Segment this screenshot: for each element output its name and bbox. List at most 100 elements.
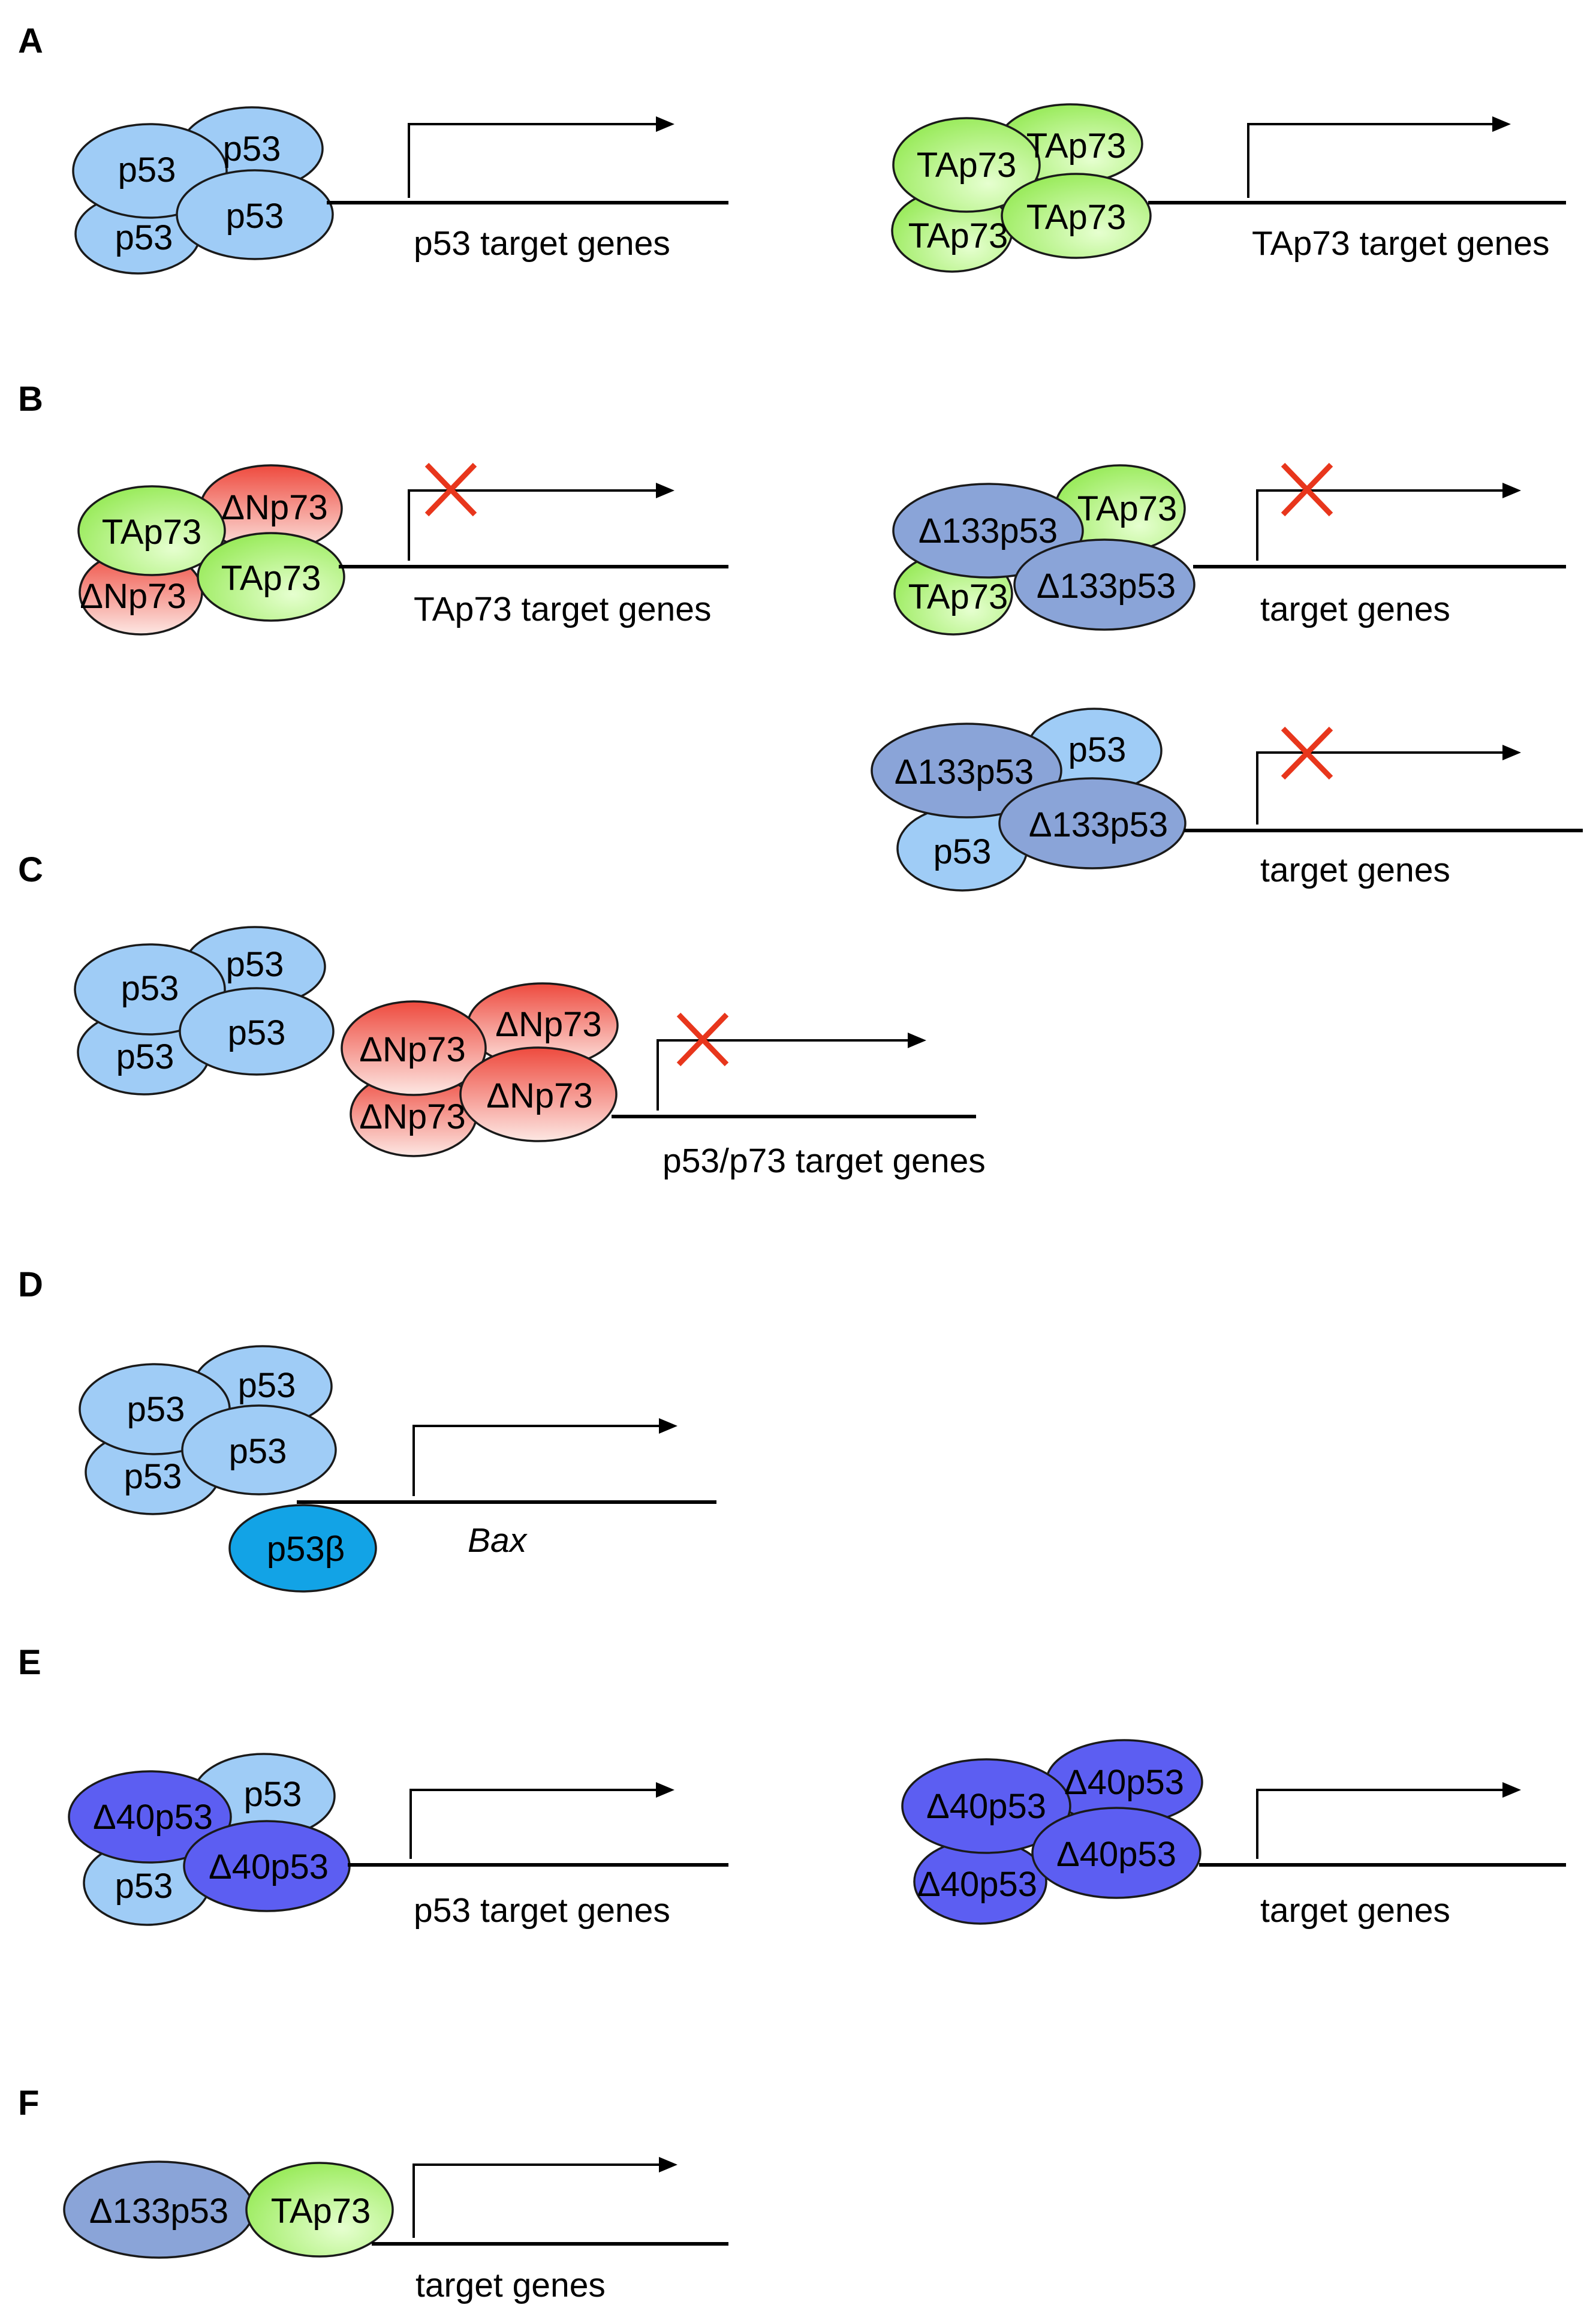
transcription-arrow	[657, 1033, 926, 1111]
panel-e: E Δ40p53 p53 p53 Δ40p53 p53 target genes…	[18, 1643, 1566, 1930]
protein-label: ΔNp73	[359, 1030, 465, 1069]
protein-label: Δ133p53	[89, 2192, 228, 2231]
protein-label: TAp73	[102, 513, 202, 552]
protein-label: Δ40p53	[926, 1787, 1046, 1826]
d40p53-subunit	[1031, 1807, 1201, 1899]
transcription-arrow	[1256, 745, 1521, 825]
target-gene-label: p53 target genes	[414, 224, 670, 263]
p53-subunit	[181, 1404, 337, 1495]
p53-subunit	[176, 169, 334, 260]
panel-e-left-complex: Δ40p53 p53 p53 Δ40p53	[68, 1753, 351, 1926]
d133p53-subunit	[871, 723, 1062, 819]
target-gene-label: TAp73 target genes	[1252, 224, 1549, 263]
protein-label: ΔNp73	[495, 1005, 601, 1044]
panel-c-dnp73-complex: ΔNp73 ΔNp73 ΔNp73 ΔNp73	[341, 982, 619, 1157]
protein-label: Δ40p53	[917, 1865, 1037, 1904]
target-gene-label: target genes	[415, 2266, 606, 2304]
panel-c: C p53 p53 p53 p53 ΔNp73 ΔNp73 ΔNp73 ΔNp7…	[18, 850, 986, 1180]
protein-label: p53	[238, 1366, 296, 1405]
dnp73-subunit	[341, 1000, 487, 1096]
protein-label: p53	[229, 1432, 287, 1471]
panel-d: D p53 p53 p53 p53 p53β Bax	[18, 1265, 716, 1593]
transcription-arrow	[1256, 483, 1521, 561]
protein-label: p53	[115, 1867, 173, 1906]
block-cross-icon	[676, 1012, 729, 1067]
protein-label: p53	[226, 945, 284, 984]
panel-c-letter: C	[18, 850, 43, 889]
target-gene-label: target genes	[1260, 851, 1450, 889]
protein-label: ΔNp73	[221, 488, 327, 527]
transcription-arrow	[408, 116, 674, 198]
target-gene-label: Bax	[468, 1521, 528, 1560]
protein-label: TAp73	[271, 2192, 371, 2231]
panel-b-letter: B	[18, 380, 43, 419]
panel-f-letter: F	[18, 2084, 39, 2123]
protein-label: p53	[127, 1390, 185, 1429]
panel-b: B TAp73 ΔNp73 ΔNp73 TAp73 TAp73 target g…	[18, 380, 1583, 892]
d40p53-subunit	[901, 1758, 1071, 1854]
d133p53-subunit	[1013, 538, 1196, 631]
protein-label: p53	[244, 1775, 302, 1814]
protein-label: p53	[116, 1037, 174, 1076]
transcription-arrow	[412, 2157, 677, 2238]
target-gene-label: p53 target genes	[414, 1891, 670, 1930]
transcription-arrow	[408, 483, 674, 561]
protein-label: p53	[124, 1457, 182, 1496]
protein-label: TAp73	[908, 577, 1008, 616]
dnp73-subunit	[459, 1046, 618, 1142]
protein-label: p53β	[267, 1530, 345, 1569]
panel-c-p53-complex: p53 p53 p53 p53	[74, 926, 335, 1096]
protein-label: ΔNp73	[359, 1097, 465, 1136]
protein-label: p53	[1068, 730, 1127, 769]
protein-label: TAp73	[917, 146, 1017, 185]
protein-label: Δ40p53	[1064, 1763, 1184, 1802]
panel-a: A p53 p53 p53 p53 p53 target genes TAp73…	[18, 22, 1566, 275]
protein-label: ΔNp73	[80, 577, 186, 616]
panel-e-letter: E	[18, 1643, 41, 1682]
protein-label: Δ40p53	[209, 1847, 329, 1886]
d133p53-subunit	[998, 777, 1187, 869]
protein-label: Δ133p53	[1037, 567, 1176, 606]
protein-label: p53	[223, 130, 281, 168]
d40p53-subunit	[68, 1770, 232, 1864]
protein-label: TAp73	[1026, 198, 1127, 237]
protein-label: Δ133p53	[895, 753, 1034, 792]
tap73-subunit	[245, 2162, 394, 2258]
p53beta-subunit	[228, 1504, 377, 1593]
block-cross-icon	[424, 462, 477, 517]
protein-label: Δ133p53	[919, 511, 1058, 550]
protein-label: p53	[121, 969, 179, 1008]
transcription-arrow	[1247, 116, 1511, 198]
protein-label: p53	[933, 832, 992, 871]
panel-b-left-complex: TAp73 ΔNp73 ΔNp73 TAp73	[77, 464, 345, 636]
tap73-subunit	[197, 532, 345, 622]
tap73-subunit	[1001, 173, 1152, 259]
panel-a-letter: A	[18, 22, 43, 61]
panel-a-left-complex: p53 p53 p53 p53	[72, 106, 334, 275]
panel-b-right-top-complex: Δ133p53 TAp73 TAp73 Δ133p53	[892, 464, 1196, 636]
p53-subunit	[179, 987, 335, 1076]
tap73-subunit	[892, 117, 1041, 213]
protein-label: Δ40p53	[1056, 1835, 1176, 1874]
protein-label: TAp73	[1077, 489, 1178, 528]
panel-d-letter: D	[18, 1265, 43, 1304]
protein-label: TAp73	[221, 559, 321, 598]
protein-label: p53	[115, 218, 173, 257]
d133p53-subunit	[892, 483, 1084, 579]
target-gene-label: target genes	[1260, 1891, 1450, 1930]
panel-d-p53-complex: p53 p53 p53 p53	[79, 1345, 337, 1515]
panel-a-right-complex: TAp73 TAp73 TAp73 TAp73	[891, 103, 1152, 273]
transcription-arrow	[409, 1782, 674, 1859]
transcription-arrow	[412, 1418, 677, 1496]
protein-label: Δ40p53	[93, 1798, 213, 1837]
panel-f: F Δ133p53 TAp73 target genes	[18, 2084, 728, 2304]
protein-label: Δ133p53	[1029, 805, 1168, 844]
protein-label: p53	[226, 197, 284, 236]
target-gene-label: target genes	[1260, 590, 1450, 628]
transcription-arrow	[1256, 1782, 1521, 1859]
tap73-subunit	[77, 485, 226, 576]
block-cross-icon	[1281, 726, 1333, 780]
protein-label: p53	[118, 151, 176, 189]
protein-label: TAp73	[1026, 127, 1127, 165]
